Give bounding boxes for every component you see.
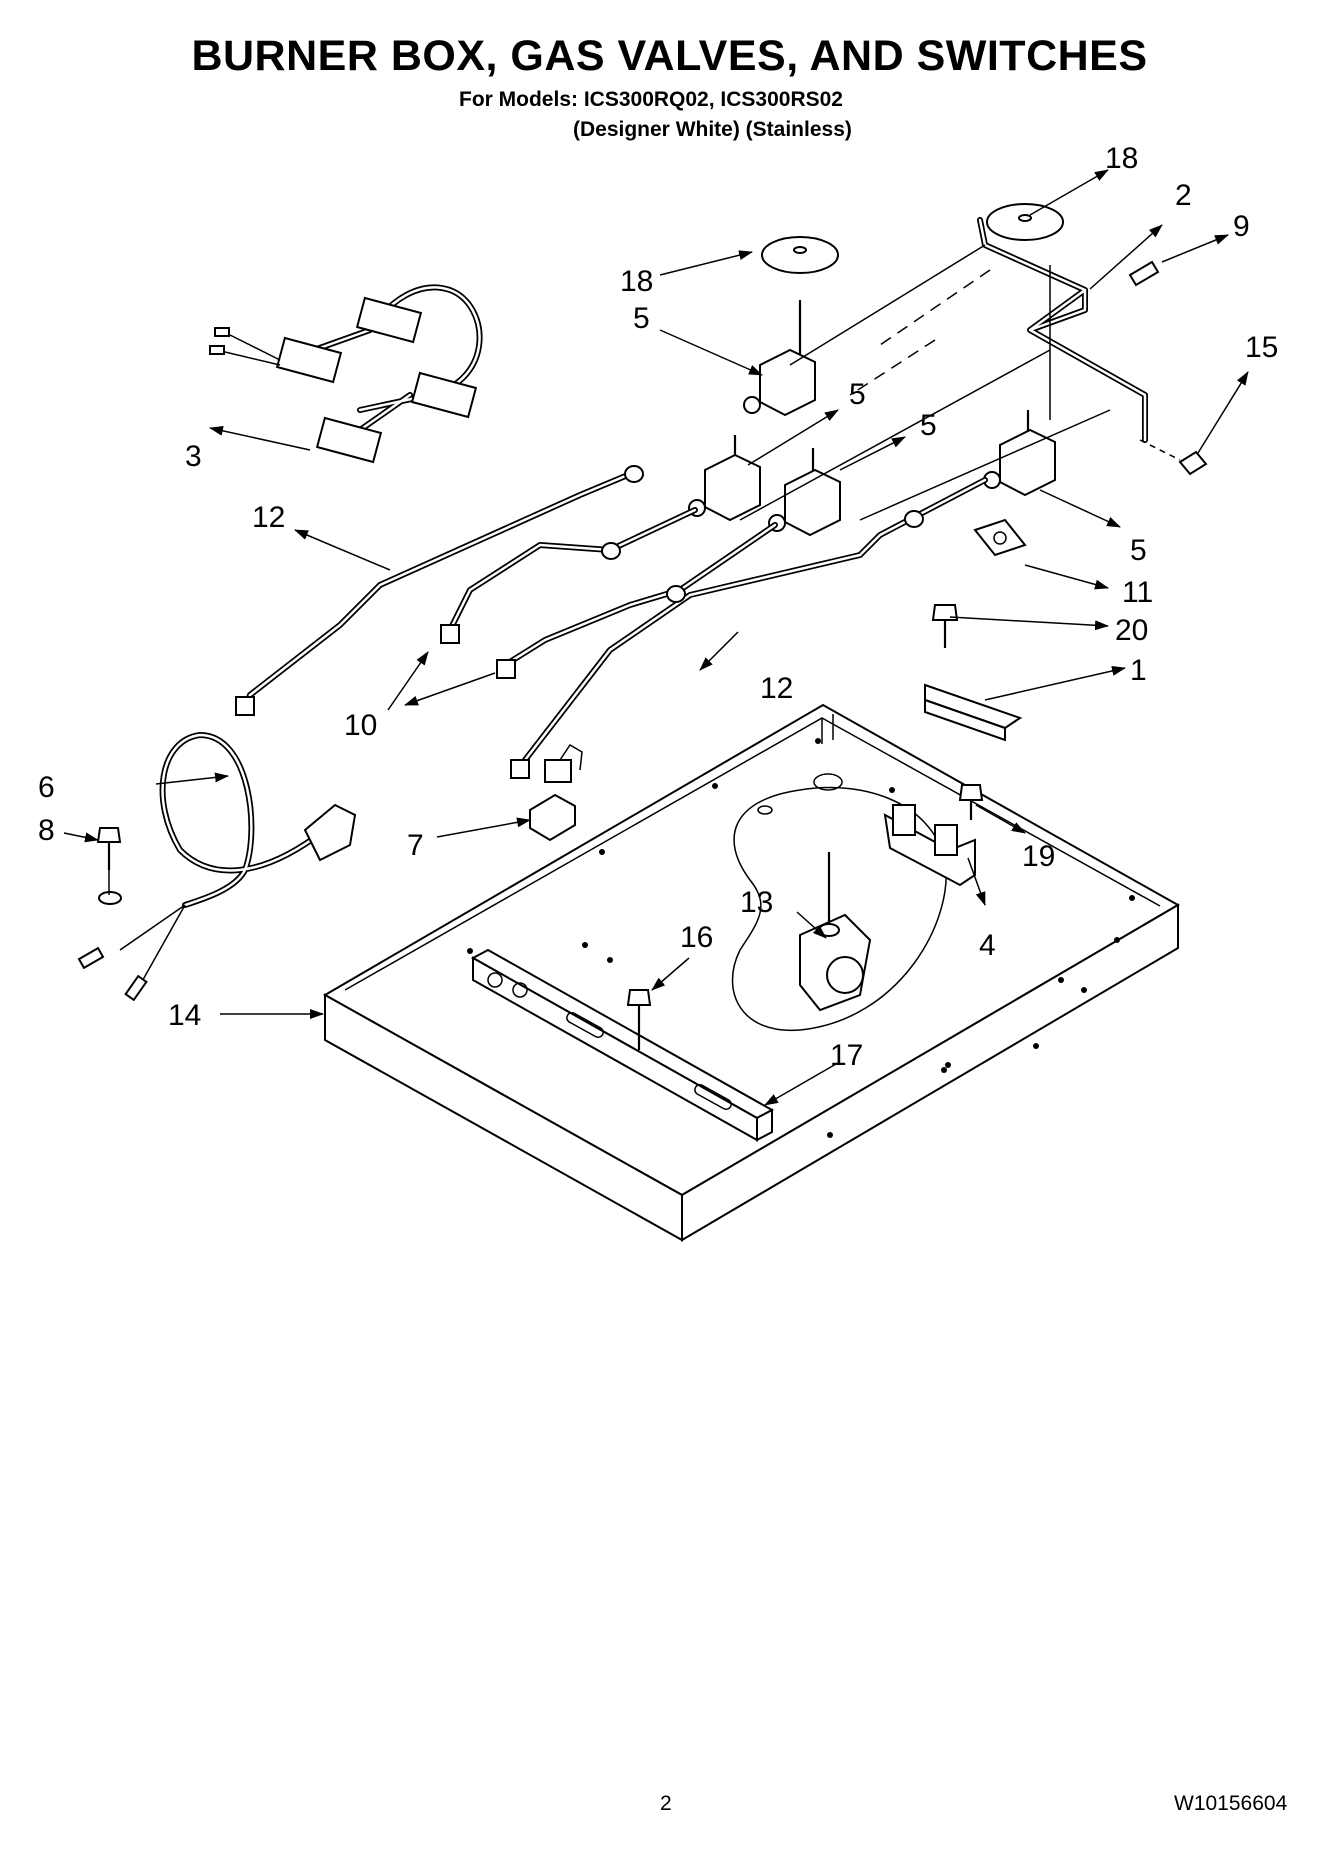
page-number: 2: [660, 1792, 672, 1815]
gas-regulator: [799, 852, 872, 1012]
callout-19: 19: [1022, 840, 1055, 873]
leader-arrows: [63, 169, 1249, 1106]
callout-1: 1: [1130, 654, 1147, 687]
gas-valves: [688, 300, 1056, 537]
callout-9: 9: [1233, 210, 1250, 243]
callout-16: 16: [680, 921, 713, 954]
callout-5-a: 5: [633, 302, 650, 335]
callout-2: 2: [1175, 179, 1192, 212]
callout-15: 15: [1245, 331, 1278, 364]
gas-tubes: [235, 465, 988, 779]
callout-8: 8: [38, 814, 55, 847]
gas-valve: [768, 448, 841, 537]
callout-7: 7: [407, 829, 424, 862]
callout-14: 14: [168, 999, 201, 1032]
terminal-block: [529, 743, 583, 842]
callout-12-b: 12: [760, 672, 793, 705]
callout-10: 10: [344, 709, 377, 742]
callout-18-a: 18: [620, 265, 653, 298]
burner-harness: [209, 284, 483, 464]
burner-caps: [761, 203, 1064, 274]
callout-4: 4: [979, 929, 996, 962]
document-number: W10156604: [1174, 1792, 1288, 1815]
gas-valve: [743, 300, 816, 417]
callout-20: 20: [1115, 614, 1148, 647]
power-cord: [77, 732, 357, 1002]
finish-line: (Designer White) (Stainless): [573, 118, 852, 141]
ground-screw: [96, 827, 122, 895]
callout-5-c: 5: [920, 409, 937, 442]
page-title: BURNER BOX, GAS VALVES, AND SWITCHES: [191, 32, 1148, 80]
gas-manifold: [739, 217, 1148, 521]
gas-valve: [688, 435, 761, 522]
burner-box: [322, 703, 1181, 1242]
callout-3: 3: [185, 440, 202, 473]
callout-labels: 1 2 3 4 5 5 5 5 6 7 8 9 10 11 12 12 13 1…: [38, 142, 1278, 1072]
callout-12-a: 12: [252, 501, 285, 534]
gas-valve: [983, 410, 1056, 497]
small-hardware: [626, 260, 1208, 1050]
spark-module: [883, 804, 976, 887]
callout-13: 13: [740, 886, 773, 919]
models-line: For Models: ICS300RQ02, ICS300RS02: [459, 88, 843, 111]
callout-6: 6: [38, 771, 55, 804]
callout-5-d: 5: [1130, 534, 1147, 567]
callout-18-b: 18: [1105, 142, 1138, 175]
callout-17: 17: [830, 1039, 863, 1072]
callout-11: 11: [1122, 576, 1153, 609]
callout-5-b: 5: [849, 378, 866, 411]
manifold-bar: [470, 948, 775, 1142]
